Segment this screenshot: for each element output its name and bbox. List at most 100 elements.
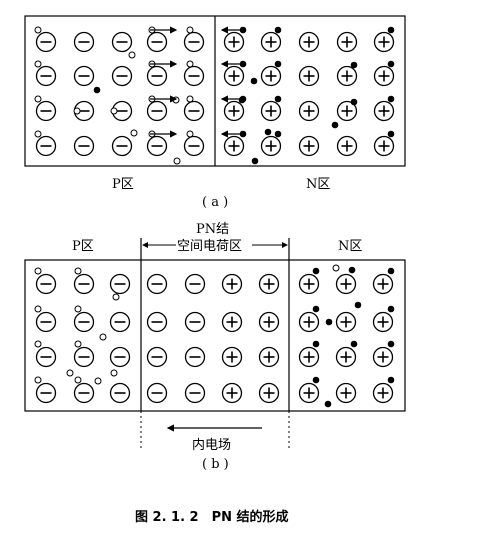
hole-icon — [34, 130, 42, 138]
plus-ion-icon — [373, 65, 395, 87]
electron-icon — [350, 61, 358, 69]
diagram-a-sub-label: ( a ) — [202, 195, 228, 210]
plus-ion-icon — [336, 31, 358, 53]
diagram-a-ions — [35, 31, 395, 157]
hole-icon — [128, 51, 136, 59]
pn-junction-label: PN结 — [196, 222, 229, 237]
electron-icon — [387, 267, 395, 275]
minus-ion-icon — [146, 273, 168, 295]
electron-icon — [387, 130, 395, 138]
electron-icon — [264, 128, 272, 136]
electron-icon — [387, 340, 395, 348]
hole-icon — [94, 377, 102, 385]
hole-icon — [186, 95, 194, 103]
plus-ion-icon — [335, 311, 357, 333]
minus-ion-icon — [146, 311, 168, 333]
hole-icon — [74, 340, 82, 348]
plus-ion-icon — [258, 311, 280, 333]
electron-icon — [250, 77, 258, 85]
plus-ion-icon — [335, 346, 357, 368]
electron-icon — [274, 130, 282, 138]
hole-icon — [332, 264, 340, 272]
minus-ion-icon — [35, 273, 57, 295]
minus-ion-icon — [109, 346, 131, 368]
plus-ion-icon — [373, 135, 395, 157]
plus-ion-icon — [372, 346, 394, 368]
minus-ion-icon — [183, 135, 205, 157]
plus-ion-icon — [336, 100, 358, 122]
electron-icon — [387, 376, 395, 384]
plus-ion-icon — [372, 382, 394, 404]
electron-icon — [387, 95, 395, 103]
plus-ion-icon — [221, 382, 243, 404]
plus-ion-icon — [258, 346, 280, 368]
diagram-b-n-label: N区 — [338, 239, 362, 254]
minus-ion-icon — [184, 311, 206, 333]
plus-ion-icon — [298, 311, 320, 333]
internal-field-label: 内电场 — [192, 437, 231, 453]
plus-ion-icon — [260, 65, 282, 87]
hole-icon — [34, 267, 42, 275]
hole-icon — [74, 305, 82, 313]
hole-icon — [99, 333, 107, 341]
plus-ion-icon — [336, 135, 358, 157]
minus-ion-icon — [184, 382, 206, 404]
plus-ion-icon — [298, 65, 320, 87]
hole-icon — [34, 305, 42, 313]
electron-icon — [274, 95, 282, 103]
plus-ion-icon — [221, 311, 243, 333]
electron-icon — [274, 26, 282, 34]
minus-ion-icon — [146, 100, 168, 122]
hole-icon — [173, 157, 181, 165]
hole-icon — [34, 340, 42, 348]
minus-ion-icon — [35, 311, 57, 333]
plus-ion-icon — [372, 273, 394, 295]
hole-icon — [186, 130, 194, 138]
minus-ion-icon — [35, 346, 57, 368]
hole-icon — [74, 376, 82, 384]
minus-ion-icon — [73, 273, 95, 295]
plus-ion-icon — [221, 273, 243, 295]
plus-ion-icon — [298, 100, 320, 122]
plus-ion-icon — [260, 31, 282, 53]
hole-icon — [34, 26, 42, 34]
hole-icon — [34, 95, 42, 103]
electron-icon — [350, 340, 358, 348]
hole-icon — [112, 293, 120, 301]
plus-ion-icon — [336, 65, 358, 87]
plus-ion-icon — [260, 135, 282, 157]
plus-ion-icon — [258, 382, 280, 404]
plus-ion-icon — [298, 273, 320, 295]
minus-ion-icon — [111, 65, 133, 87]
minus-ion-icon — [109, 382, 131, 404]
plus-ion-icon — [298, 135, 320, 157]
electron-icon — [274, 60, 282, 68]
plus-ion-icon — [223, 100, 245, 122]
minus-ion-icon — [146, 135, 168, 157]
plus-ion-icon — [298, 382, 320, 404]
plus-ion-icon — [373, 31, 395, 53]
hole-icon — [73, 107, 81, 115]
minus-ion-icon — [184, 346, 206, 368]
minus-ion-icon — [146, 31, 168, 53]
space-charge-label: 空间电荷区 — [177, 239, 242, 254]
electron-icon — [238, 96, 246, 104]
electron-icon — [312, 376, 320, 384]
electron-icon — [350, 98, 358, 106]
minus-ion-icon — [146, 346, 168, 368]
diagram-a-diffusion-arrows — [150, 26, 246, 138]
diagram-a: P区 N区 ( a ) — [24, 15, 406, 210]
minus-ion-icon — [35, 31, 57, 53]
plus-ion-icon — [223, 65, 245, 87]
hole-icon — [34, 60, 42, 68]
plus-ion-icon — [335, 273, 357, 295]
plus-ion-icon — [221, 346, 243, 368]
minus-ion-icon — [35, 65, 57, 87]
electron-icon — [325, 318, 333, 326]
minus-ion-icon — [183, 100, 205, 122]
hole-icon — [186, 26, 194, 34]
diagram-b-sub-label: ( b ) — [202, 457, 229, 472]
electron-icon — [93, 86, 101, 94]
minus-ion-icon — [146, 65, 168, 87]
